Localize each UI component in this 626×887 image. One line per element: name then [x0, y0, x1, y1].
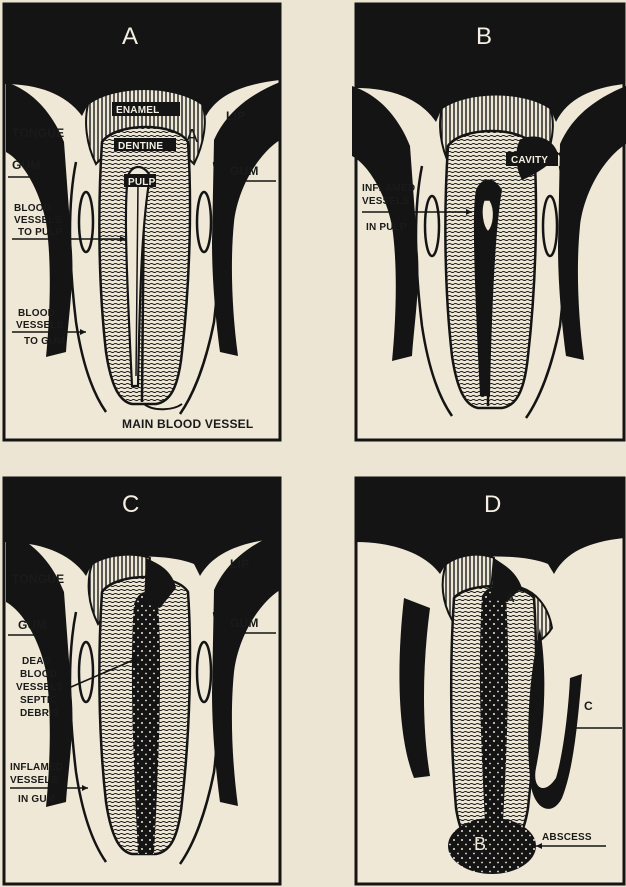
label-inflamed-pulp-2: VESSELS [362, 196, 410, 207]
label-gum-right: GUM [230, 616, 259, 630]
panel-b: B CAVITY INFLAMED VESSELS IN PULP [352, 4, 626, 440]
label-gum-left: GUM [18, 618, 47, 632]
label-inflamed-pulp-1: INFLAMED [362, 183, 415, 194]
label-c-mark: C [584, 699, 593, 713]
label-dead-3: VESSELS [16, 682, 64, 693]
label-blood-pulp-3: TO PULP [18, 227, 63, 238]
label-inflamed-pulp-3: IN PULP [366, 222, 407, 233]
label-pulp: PULP [128, 177, 156, 188]
label-lip: LIP [226, 109, 245, 123]
label-enamel: ENAMEL [116, 105, 159, 116]
panel-a-letter: A [122, 23, 138, 50]
label-blood-pulp-1: BLOOD [14, 203, 51, 214]
panel-c-letter: C [122, 491, 140, 518]
label-dead-2: BLOOD [20, 669, 57, 680]
label-tongue: TONGUE [12, 572, 64, 586]
label-main-blood-vessel: MAIN BLOOD VESSEL [122, 417, 253, 431]
label-blood-gum-2: VESSELS [16, 320, 64, 331]
label-dead-5: DEBRIS [20, 708, 59, 719]
label-gum-right: GUM [230, 164, 259, 178]
label-inflamed-gum-3: IN GUM [18, 794, 55, 805]
label-blood-gum-3: TO GUM [24, 336, 65, 347]
panel-c: C TONGUE LIP GUM GUM DEAD BLOOD VESSELS … [4, 478, 280, 884]
label-abscess: ABSCESS [542, 832, 592, 843]
panel-b-letter: B [476, 23, 492, 50]
label-a-mark: A [506, 591, 515, 605]
panel-d: D A B C ABSCESS [356, 478, 624, 884]
label-lip: LIP [230, 557, 249, 571]
label-inflamed-gum-2: VESSELS [10, 775, 58, 786]
label-dead-4: SEPTIC [20, 695, 57, 706]
label-cavity: CAVITY [511, 155, 548, 166]
label-tongue: TONGUE [12, 126, 64, 140]
panel-d-letter: D [484, 491, 502, 518]
label-b-mark: B [474, 834, 486, 854]
label-a-mark: A [186, 126, 198, 146]
label-dead-1: DEAD [22, 656, 51, 667]
label-inflamed-gum-1: INFLAMED [10, 762, 63, 773]
label-blood-pulp-2: VESSELS [14, 215, 62, 226]
label-gum-left: GUM [12, 158, 41, 172]
panel-a: A ENAMEL DENTINE PULP A TONGUE LIP GUM G… [4, 4, 280, 440]
label-dentine: DENTINE [118, 141, 163, 152]
label-blood-gum-1: BLOOD [18, 308, 55, 319]
